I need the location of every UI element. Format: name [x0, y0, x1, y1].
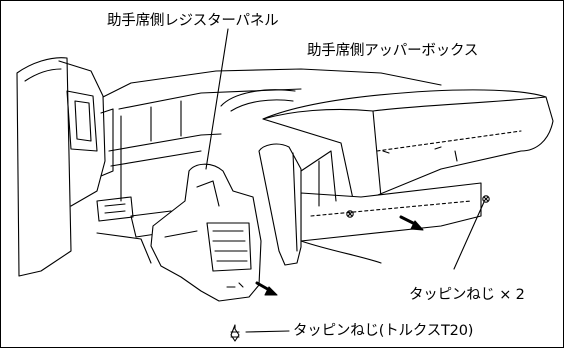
glovebox-tray [258, 143, 482, 266]
label-upper-box: 助手席側アッパーボックス [307, 43, 479, 59]
label-tapping-screw-x2: タッピンねじ × 2 [409, 287, 525, 303]
removal-arrows [255, 215, 424, 296]
upper-box-shape [262, 89, 554, 200]
leader-lines [205, 28, 485, 333]
label-tapping-screw-torx: タッピンねじ(トルクスT20) [293, 323, 474, 339]
dashboard-outline [16, 57, 442, 277]
screw-icons [230, 195, 490, 342]
label-register-panel: 助手席側レジスターパネル [107, 13, 279, 29]
register-panel-shape [150, 163, 262, 302]
